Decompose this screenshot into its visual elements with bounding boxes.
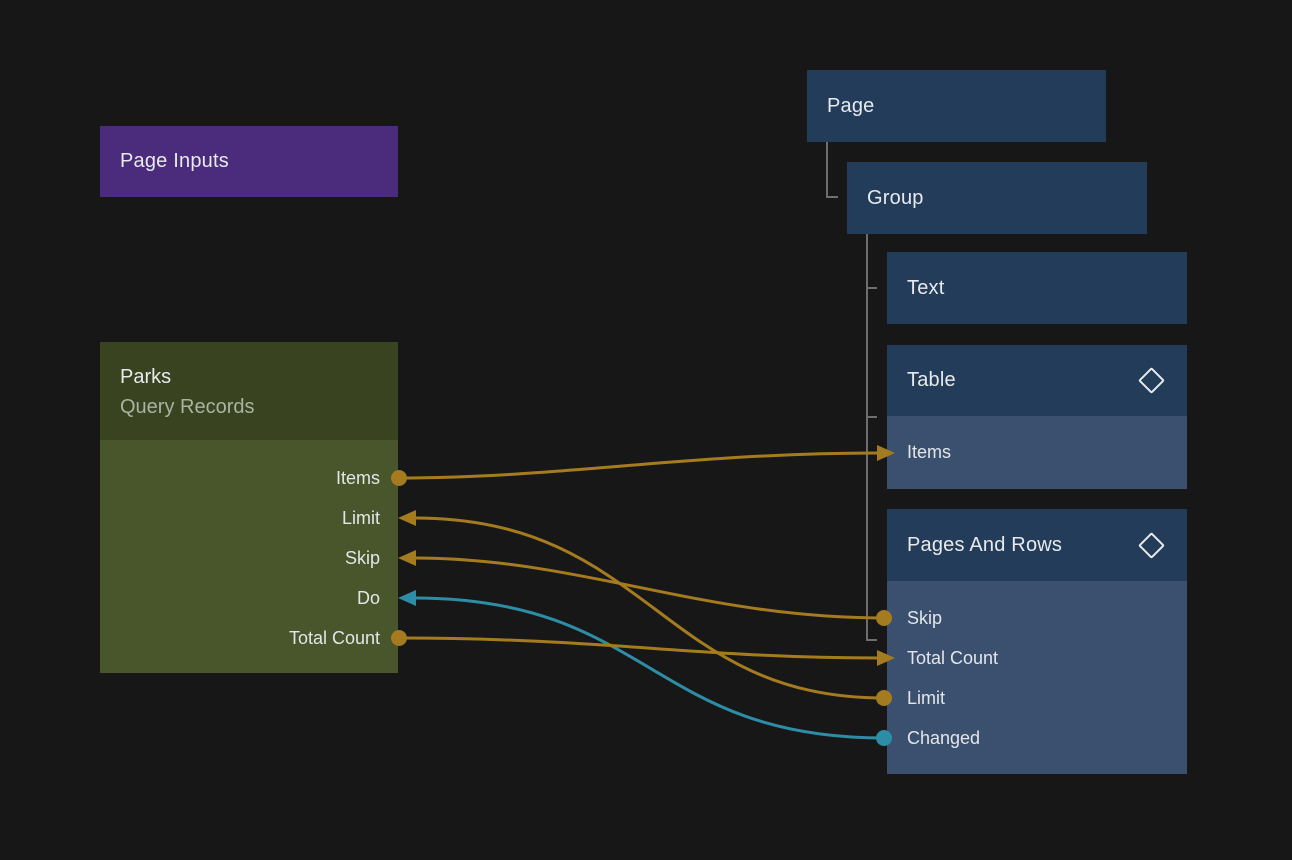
row-skip[interactable]: Skip [887, 598, 1187, 638]
node-pages-and-rows-body: Skip Total Count Limit Changed [887, 581, 1187, 774]
node-title: Pages And Rows [907, 533, 1063, 556]
port-skip[interactable]: Skip [100, 538, 398, 578]
node-pages-and-rows-header[interactable]: Pages And Rows [887, 509, 1187, 581]
node-title: Page [827, 94, 875, 117]
node-text[interactable]: Text [887, 252, 1187, 324]
port-label: Skip [344, 547, 380, 568]
port-total-count[interactable]: Total Count [100, 618, 398, 658]
tree-line-page-group [826, 142, 838, 198]
node-group[interactable]: Group [847, 162, 1147, 234]
port-label: Total Count [288, 627, 380, 648]
node-title: Group [867, 186, 924, 209]
wire-items[interactable] [398, 451, 879, 480]
port-items[interactable]: Items [100, 458, 398, 498]
row-label: Changed [907, 727, 981, 748]
row-total-count[interactable]: Total Count [887, 638, 1187, 678]
wire-skip[interactable] [413, 556, 885, 620]
node-table-header[interactable]: Table [887, 345, 1187, 416]
node-page[interactable]: Page [807, 70, 1106, 142]
node-subtitle: Query Records [120, 396, 255, 418]
diamond-icon [1138, 367, 1165, 394]
port-label: Do [356, 587, 380, 608]
wire-changed-do[interactable] [413, 596, 885, 740]
row-label: Limit [907, 687, 946, 708]
row-changed[interactable]: Changed [887, 718, 1187, 758]
node-title: Page Inputs [120, 150, 229, 172]
diamond-icon [1138, 531, 1165, 559]
node-page-inputs[interactable]: Page Inputs [100, 126, 398, 197]
node-title: Text [907, 276, 945, 299]
row-label: Skip [907, 607, 943, 628]
node-title: Table [907, 369, 956, 391]
node-parks-header[interactable]: Parks Query Records [100, 342, 398, 440]
port-label: Limit [341, 507, 380, 528]
node-title: Parks [120, 366, 172, 388]
port-label: Items [335, 467, 380, 488]
port-limit[interactable]: Limit [100, 498, 398, 538]
row-label: Total Count [907, 647, 999, 668]
node-parks-body: Items Limit Skip Do Total Count [100, 440, 398, 673]
arrowhead-icon [398, 550, 416, 566]
wire-limit[interactable] [413, 516, 885, 700]
row-table-items[interactable]: Items [887, 416, 1187, 489]
wire-total-count[interactable] [398, 636, 879, 660]
port-do[interactable]: Do [100, 578, 398, 618]
arrowhead-icon [398, 510, 416, 526]
row-limit[interactable]: Limit [887, 678, 1187, 718]
arrowhead-icon [398, 590, 416, 606]
row-label: Items [907, 442, 952, 462]
tree-line-group-children [866, 234, 877, 641]
